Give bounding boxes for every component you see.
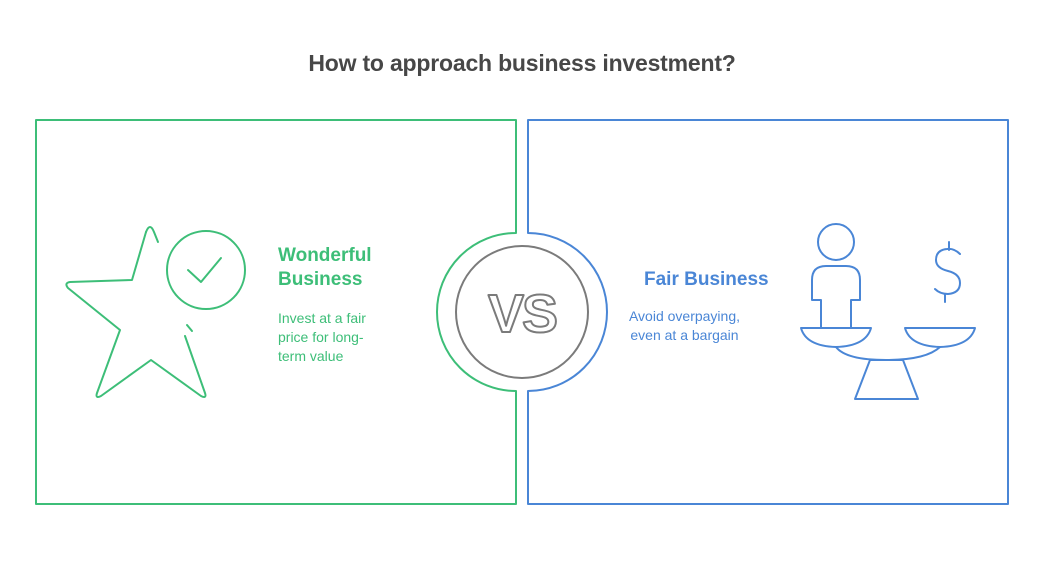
- right-panel-heading: Fair Business: [644, 269, 769, 290]
- page-title: How to approach business investment?: [308, 50, 736, 76]
- person-icon: [811, 223, 861, 328]
- left-panel-frame: [35, 119, 517, 505]
- checkmark-icon: [166, 230, 246, 310]
- right-panel-description: Avoid overpaying, even at a bargain: [628, 308, 741, 343]
- vs-label: VS: [488, 284, 556, 344]
- dollar-icon: [934, 241, 961, 303]
- vs-circle: [455, 245, 589, 379]
- left-panel-heading: Wonderful Business: [278, 245, 372, 290]
- right-panel-frame: [527, 119, 1009, 505]
- balance-scale-icon: [800, 327, 976, 400]
- star-icon: [65, 226, 207, 398]
- left-panel-description: Invest at a fair price for long-term val…: [278, 310, 366, 364]
